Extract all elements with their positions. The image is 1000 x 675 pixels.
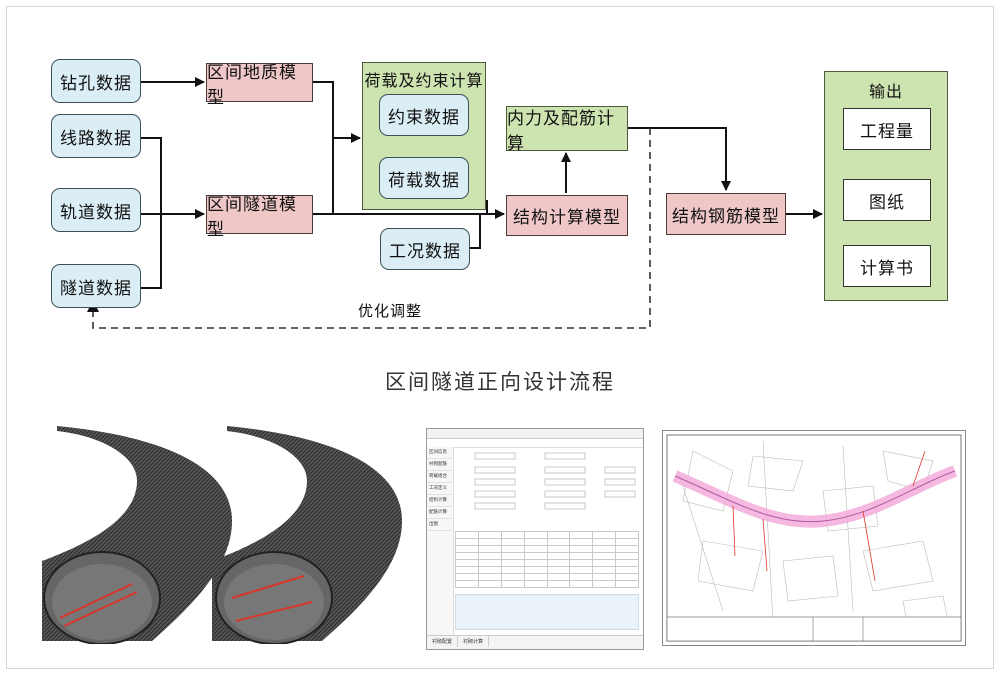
track-data-box: 轨道数据 bbox=[51, 188, 141, 232]
software-bottom-tabs: 衬砌配置衬砌计算 bbox=[427, 635, 643, 649]
output-group: 输出 工程量 图纸 计算书 bbox=[824, 71, 948, 301]
force-calc-label: 内力及配筋计算 bbox=[507, 108, 615, 154]
quantity-label: 工程量 bbox=[860, 121, 914, 142]
software-data-table bbox=[455, 531, 639, 588]
tunnel-model-box: 区间隧道模型 bbox=[206, 195, 313, 240]
tunnel-render-panel bbox=[42, 426, 412, 644]
struct-calc-model-box: 结构计算模型 bbox=[506, 195, 628, 236]
constraint-data-label: 约束数据 bbox=[388, 107, 460, 128]
software-preview-area bbox=[455, 594, 639, 630]
software-window: 区间信息 衬砌配筋 荷载组合 工况定义 结构计算 配筋计算 出图 bbox=[426, 428, 644, 650]
constraint-data-box: 约束数据 bbox=[379, 94, 469, 136]
window-title-bar bbox=[427, 429, 643, 439]
load-data-box: 荷载数据 bbox=[379, 157, 469, 199]
geo-model-label: 区间地质模型 bbox=[207, 62, 297, 108]
route-drawing-sheet bbox=[662, 430, 966, 646]
tab-lining-calc[interactable]: 衬砌计算 bbox=[458, 636, 490, 647]
software-form-fields bbox=[474, 452, 636, 510]
sidebar-item[interactable]: 工况定义 bbox=[427, 483, 453, 495]
software-main-area bbox=[455, 449, 639, 633]
tunnel-data-box: 隧道数据 bbox=[51, 264, 141, 308]
sidebar-item[interactable]: 衬砌配筋 bbox=[427, 459, 453, 471]
sidebar-item[interactable]: 结构计算 bbox=[427, 495, 453, 507]
struct-calc-model-label: 结构计算模型 bbox=[513, 208, 621, 228]
force-calc-box: 内力及配筋计算 bbox=[506, 106, 628, 154]
figure-caption: 区间隧道正向设计流程 bbox=[385, 370, 615, 394]
window-menu-bar bbox=[427, 439, 643, 448]
track-data-label: 轨道数据 bbox=[60, 202, 132, 223]
tunnel-render-image bbox=[42, 426, 402, 644]
tunnel-model-label: 区间隧道模型 bbox=[207, 194, 297, 240]
rebar-model-label: 结构钢筋模型 bbox=[672, 206, 780, 227]
software-sidebar: 区间信息 衬砌配筋 荷载组合 工况定义 结构计算 配筋计算 出图 bbox=[427, 447, 454, 635]
geo-model-box: 区间地质模型 bbox=[206, 63, 313, 108]
condition-data-label: 工况数据 bbox=[389, 241, 461, 262]
sidebar-item[interactable]: 出图 bbox=[427, 519, 453, 531]
sidebar-item[interactable]: 配筋计算 bbox=[427, 507, 453, 519]
rebar-model-box: 结构钢筋模型 bbox=[666, 193, 786, 235]
load-constraint-title: 荷载及约束计算 bbox=[364, 71, 484, 90]
load-constraint-group: 荷载及约束计算 约束数据 荷载数据 bbox=[362, 62, 486, 210]
drill-data-label: 钻孔数据 bbox=[60, 73, 132, 94]
optimize-label: 优化调整 bbox=[358, 302, 423, 320]
condition-data-box: 工况数据 bbox=[380, 228, 470, 270]
calc-book-box: 计算书 bbox=[843, 245, 931, 287]
sidebar-item[interactable]: 区间信息 bbox=[427, 447, 453, 459]
quantity-box: 工程量 bbox=[843, 108, 931, 150]
output-title: 输出 bbox=[868, 82, 903, 101]
figure-frame bbox=[6, 6, 994, 669]
route-data-label: 线路数据 bbox=[60, 128, 132, 149]
tunnel-data-label: 隧道数据 bbox=[60, 278, 132, 299]
drill-data-box: 钻孔数据 bbox=[51, 59, 141, 103]
tab-lining-config[interactable]: 衬砌配置 bbox=[427, 636, 459, 647]
calc-book-label: 计算书 bbox=[860, 258, 914, 279]
drawings-box: 图纸 bbox=[843, 179, 931, 221]
drawings-label: 图纸 bbox=[869, 192, 905, 213]
route-drawing-image bbox=[666, 434, 962, 642]
route-data-box: 线路数据 bbox=[51, 114, 141, 158]
load-data-label: 荷载数据 bbox=[388, 170, 460, 191]
sidebar-item[interactable]: 荷载组合 bbox=[427, 471, 453, 483]
